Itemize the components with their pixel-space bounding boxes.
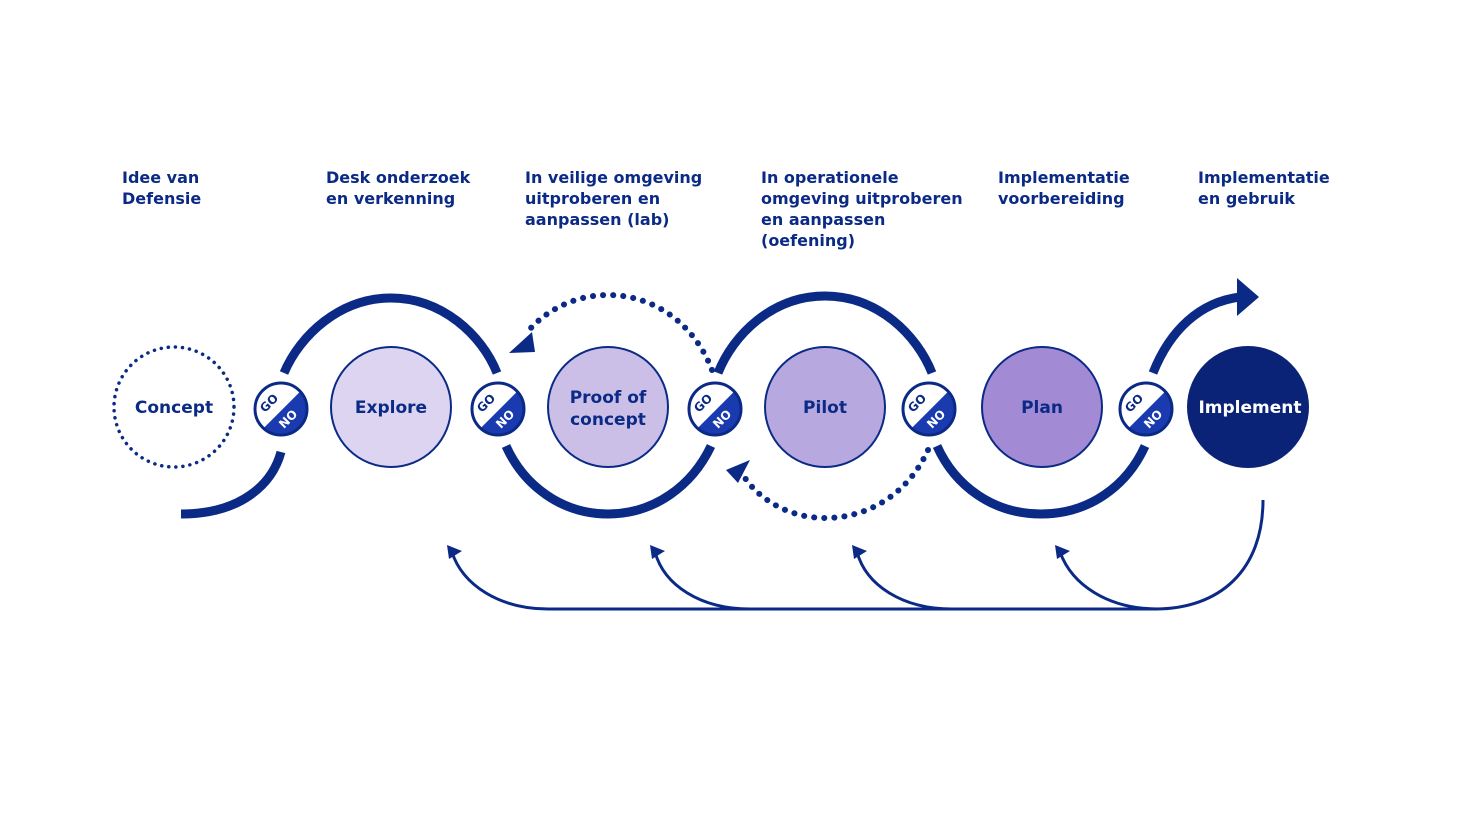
phase-pilot-label: Pilot (803, 398, 847, 418)
stage-label-line: Desk onderzoek (326, 168, 471, 187)
feedback-arrowhead-explore (447, 545, 462, 559)
stage-label-line: In operationele (761, 168, 899, 187)
arc-explore-top (279, 293, 502, 375)
arc-poc-bottom (501, 444, 716, 519)
stage-label-line: en verkenning (326, 189, 456, 208)
gate-4: GO NO (903, 383, 955, 435)
stage-label-line: Idee van (122, 168, 200, 187)
dotted-arc-pilot-back (742, 447, 931, 522)
stage-label-line: voorbereiding (998, 189, 1125, 208)
stage-label-line: Implementatie (1198, 168, 1330, 187)
gate-1: GO NO (255, 383, 307, 435)
arc-implement-top (1148, 292, 1241, 375)
stage-label-line: omgeving uitproberen (761, 189, 963, 208)
dotted-arrowhead-poc (509, 332, 535, 353)
gate-5: GO NO (1120, 383, 1172, 435)
stage-label-operational: In operationele omgeving uitproberen en … (761, 167, 963, 251)
arc-pilot-top (713, 291, 937, 375)
feedback-arrowhead-plan (1055, 545, 1070, 559)
phase-implement-label: Implement (1198, 398, 1301, 418)
feedback-to-plan (1058, 551, 1159, 611)
phase-explore-circle (330, 346, 452, 468)
stage-label-line: (oefening) (761, 231, 855, 250)
phase-concept-label: Concept (135, 398, 213, 418)
feedback-return-from-implement (1154, 499, 1265, 611)
stage-label-line: Defensie (122, 189, 202, 208)
stage-label-lab: In veilige omgeving uitproberen en aanpa… (525, 167, 702, 230)
feedback-arrowhead-pilot (852, 545, 867, 559)
dotted-arrowhead-pilot (726, 460, 750, 483)
stage-label-implementation-prep: Implementatie voorbereiding (998, 167, 1130, 209)
feedback-to-poc (653, 551, 751, 611)
stage-label-implementation-use: Implementatie en gebruik (1198, 167, 1330, 209)
phase-plan-circle (981, 346, 1103, 468)
dotted-arc-poc-back (522, 291, 715, 373)
phase-explore-label: Explore (355, 398, 427, 418)
arrowhead-implement (1237, 278, 1259, 316)
feedback-arrowhead-poc (650, 545, 665, 559)
stage-label-desk-research: Desk onderzoek en verkenning (326, 167, 470, 209)
feedback-to-pilot (855, 551, 953, 611)
phase-plan-label: Plan (1021, 398, 1063, 418)
gate-3: GO NO (689, 383, 741, 435)
stage-label-line: Implementatie (998, 168, 1130, 187)
arc-plan-bottom (932, 444, 1150, 519)
stage-label-line: en aanpassen (761, 210, 886, 229)
phase-poc-label-line1: Proof of (570, 388, 647, 408)
phase-implement-circle (1187, 346, 1309, 468)
feedback-to-explore (450, 551, 549, 611)
stage-label-line: uitproberen en (525, 189, 661, 208)
stage-label-line: In veilige omgeving (525, 168, 703, 187)
phase-poc-circle (547, 346, 669, 468)
stage-label-idea: Idee van Defensie (122, 167, 201, 209)
phase-pilot-circle (764, 346, 886, 468)
stage-label-line: en gebruik (1198, 189, 1295, 208)
arc-concept-to-explore (180, 450, 286, 519)
phase-concept-circle (112, 345, 236, 469)
gate-2: GO NO (472, 383, 524, 435)
stage-label-line: aanpassen (lab) (525, 210, 670, 229)
phase-poc-label-line2: concept (570, 410, 646, 430)
